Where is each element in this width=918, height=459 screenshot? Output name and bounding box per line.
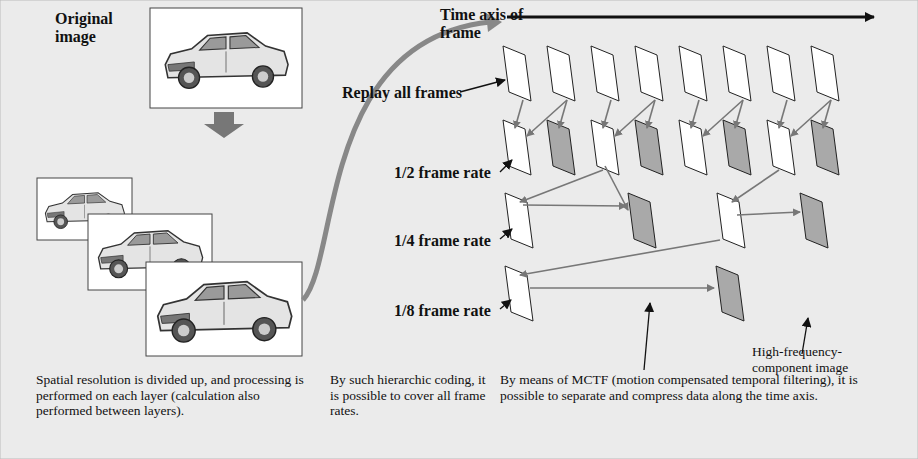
frame: [505, 193, 533, 248]
note-text: Spatial resolution is divided up, and pr…: [36, 372, 308, 419]
heading-label: 1/8 frame rate: [394, 302, 504, 320]
frame-link: [520, 240, 720, 275]
frame: [723, 46, 751, 101]
frame-link: [603, 100, 611, 128]
frame: [679, 120, 707, 175]
note-text: By such hierarchic coding, it is possibl…: [330, 372, 492, 419]
note-text: High-frequency-component image: [752, 344, 900, 375]
frame-link: [735, 100, 743, 128]
frame-link: [605, 166, 628, 210]
heading-label: Original image: [55, 10, 140, 47]
frame: [800, 193, 828, 248]
frame: [723, 120, 751, 175]
frame: [547, 120, 575, 175]
heading-label: 1/2 frame rate: [394, 164, 504, 182]
frame-link: [737, 212, 800, 215]
frame: [635, 120, 663, 175]
frame-link: [520, 170, 603, 202]
frame: [591, 46, 619, 101]
frame: [547, 46, 575, 101]
frame-link: [523, 205, 626, 206]
frame: [503, 120, 531, 175]
frame: [716, 266, 744, 321]
frame-link: [691, 100, 699, 128]
note-text: By means of MCTF (motion compensated tem…: [500, 372, 900, 403]
frame-link: [647, 100, 655, 128]
frame: [628, 193, 656, 248]
frame-link: [791, 100, 831, 136]
frame: [503, 46, 531, 101]
frame: [767, 120, 795, 175]
frame: [811, 46, 839, 101]
frame-link: [779, 100, 787, 128]
frame: [635, 46, 663, 101]
heading-label: Replay all frames: [342, 84, 462, 102]
frame: [679, 46, 707, 101]
frame-link: [527, 100, 567, 136]
frame: [767, 46, 795, 101]
frame-link: [703, 100, 743, 136]
heading-label: Time axis of frame: [440, 6, 540, 43]
frame-link: [732, 170, 779, 202]
frame-link: [823, 100, 831, 128]
frame: [811, 120, 839, 175]
frame-link: [559, 100, 567, 128]
frame-link: [515, 100, 523, 128]
frame-link: [615, 100, 655, 136]
heading-label: 1/4 frame rate: [394, 232, 504, 250]
frame: [717, 193, 745, 248]
frame-link: [530, 287, 714, 289]
